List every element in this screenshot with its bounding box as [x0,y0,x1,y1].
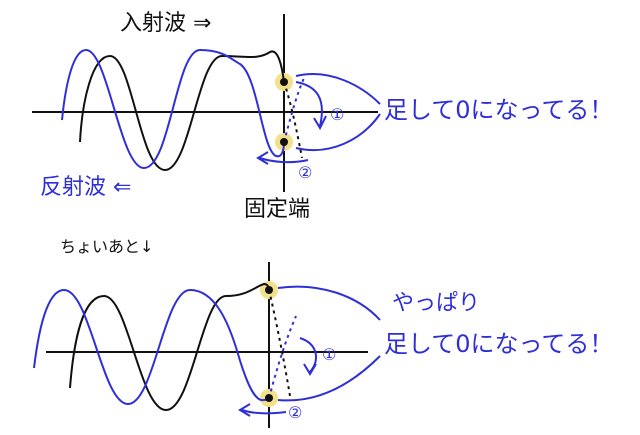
bottom-arrow-1 [299,337,317,376]
bottom-reflected-dashed [268,315,297,399]
bottom-arrow-2 [238,403,287,417]
top-point-lower [280,138,288,146]
bottom-point-upper [265,286,273,294]
bottom-reflected-wave [33,288,270,406]
bottom-note-line-1: やっぱり [392,291,480,316]
bottom-incident-dashed [268,289,291,397]
top-arrow-2 [256,151,309,165]
fixed-end-label: 固定端 [244,197,310,222]
top-arrow-1 [295,81,327,131]
incident-wave-label: 入射波 ⇒ [120,11,211,36]
bottom-note-bracket [277,285,381,402]
top-point-upper [280,78,288,86]
top-marker-2: ② [298,163,312,182]
top-note: 足して0になってる！ [384,96,613,124]
bottom-incident-wave [69,282,270,412]
bottom-note-line-2: 足して0になってる！ [384,330,613,358]
top-marker-1: ① [330,105,344,124]
reflected-wave-label: 反射波 ⇐ [40,175,131,200]
bottom-point-lower [265,394,273,402]
bottom-marker-2: ② [288,403,302,422]
top-reflected-wave [61,48,285,170]
later-label: ちょいあと↓ [60,237,153,256]
top-incident-wave [79,50,285,172]
bottom-marker-1: ① [322,345,336,364]
top-note-bracket [295,73,381,152]
